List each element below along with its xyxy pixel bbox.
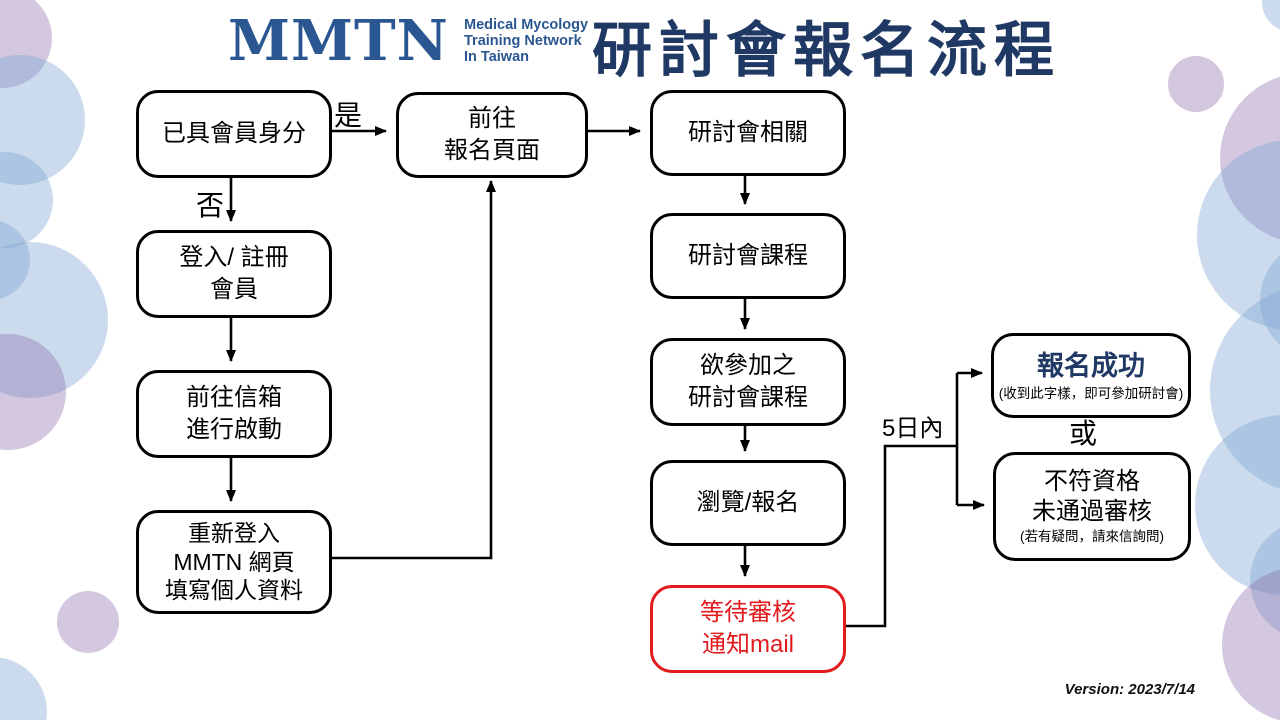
node-label: 已具會員身分	[162, 120, 306, 148]
edge-label-within-five-days: 5日內	[882, 415, 944, 442]
node-relogin-fill-profile: 重新登入 MMTN 網頁 填寫個人資料	[136, 510, 332, 614]
node-seminar-course: 研討會課程	[650, 213, 846, 299]
edge-label-no: 否	[196, 190, 225, 221]
mmtn-logo: MMTN	[228, 8, 449, 74]
node-goto-registration-page: 前往 報名頁面	[396, 92, 588, 178]
node-label: 瀏覽/報名	[696, 489, 800, 517]
node-note: (收到此字樣，即可參加研討會)	[998, 386, 1184, 402]
node-label: 未通過審核	[1032, 498, 1152, 526]
node-goto-mailbox: 前往信箱 進行啟動	[136, 370, 332, 458]
node-label: 重新登入	[188, 519, 280, 546]
node-note: (若有疑問，請來信詢問)	[1020, 529, 1164, 545]
node-registration-success: 報名成功 (收到此字樣，即可參加研討會)	[991, 333, 1191, 418]
node-browse-register: 瀏覽/報名	[650, 460, 846, 546]
bg-circle	[1168, 56, 1224, 112]
node-label: 登入/ 註冊	[179, 244, 289, 272]
node-label: 報名成功	[1037, 350, 1145, 381]
node-label: 報名頁面	[444, 137, 540, 164]
tagline-line: Training Network	[464, 32, 582, 49]
page-title: 研討會報名流程	[592, 17, 1061, 84]
node-label: 通知mail	[701, 631, 794, 658]
node-label: MMTN 網頁	[173, 548, 295, 575]
node-wait-review-mail: 等待審核 通知mail	[650, 585, 846, 673]
node-desired-course: 欲參加之 研討會課程	[650, 338, 846, 426]
edge-label-or: 或	[1068, 418, 1097, 449]
edge-label-yes: 是	[334, 100, 363, 131]
node-already-member: 已具會員身分	[136, 90, 332, 178]
node-label: 前往信箱	[186, 384, 282, 412]
node-label: 研討會課程	[688, 242, 808, 270]
bg-circle	[57, 591, 119, 653]
connector-relogin-goto	[327, 180, 496, 560]
node-not-qualified: 不符資格 未通過審核 (若有疑問，請來信詢問)	[993, 452, 1191, 561]
node-label: 會員	[210, 276, 258, 303]
node-label: 不符資格	[1044, 468, 1140, 496]
node-label: 填寫個人資料	[165, 577, 303, 604]
mmtn-logo-tagline: Medical Mycology Training Network In Tai…	[464, 17, 589, 66]
tagline-line: Medical Mycology	[464, 17, 589, 33]
node-label: 研討會相關	[688, 119, 808, 147]
node-label: 前往	[468, 105, 516, 133]
node-seminar-related: 研討會相關	[650, 90, 846, 176]
connector-wait-branch	[840, 444, 957, 628]
version-text: Version: 2023/7/14	[1064, 681, 1195, 698]
node-label: 研討會課程	[688, 384, 808, 411]
node-label: 等待審核	[700, 599, 796, 627]
node-label: 欲參加之	[700, 352, 796, 380]
tagline-line: In Taiwan	[464, 48, 529, 65]
node-label: 進行啟動	[186, 416, 282, 443]
node-login-register: 登入/ 註冊 會員	[136, 230, 332, 318]
